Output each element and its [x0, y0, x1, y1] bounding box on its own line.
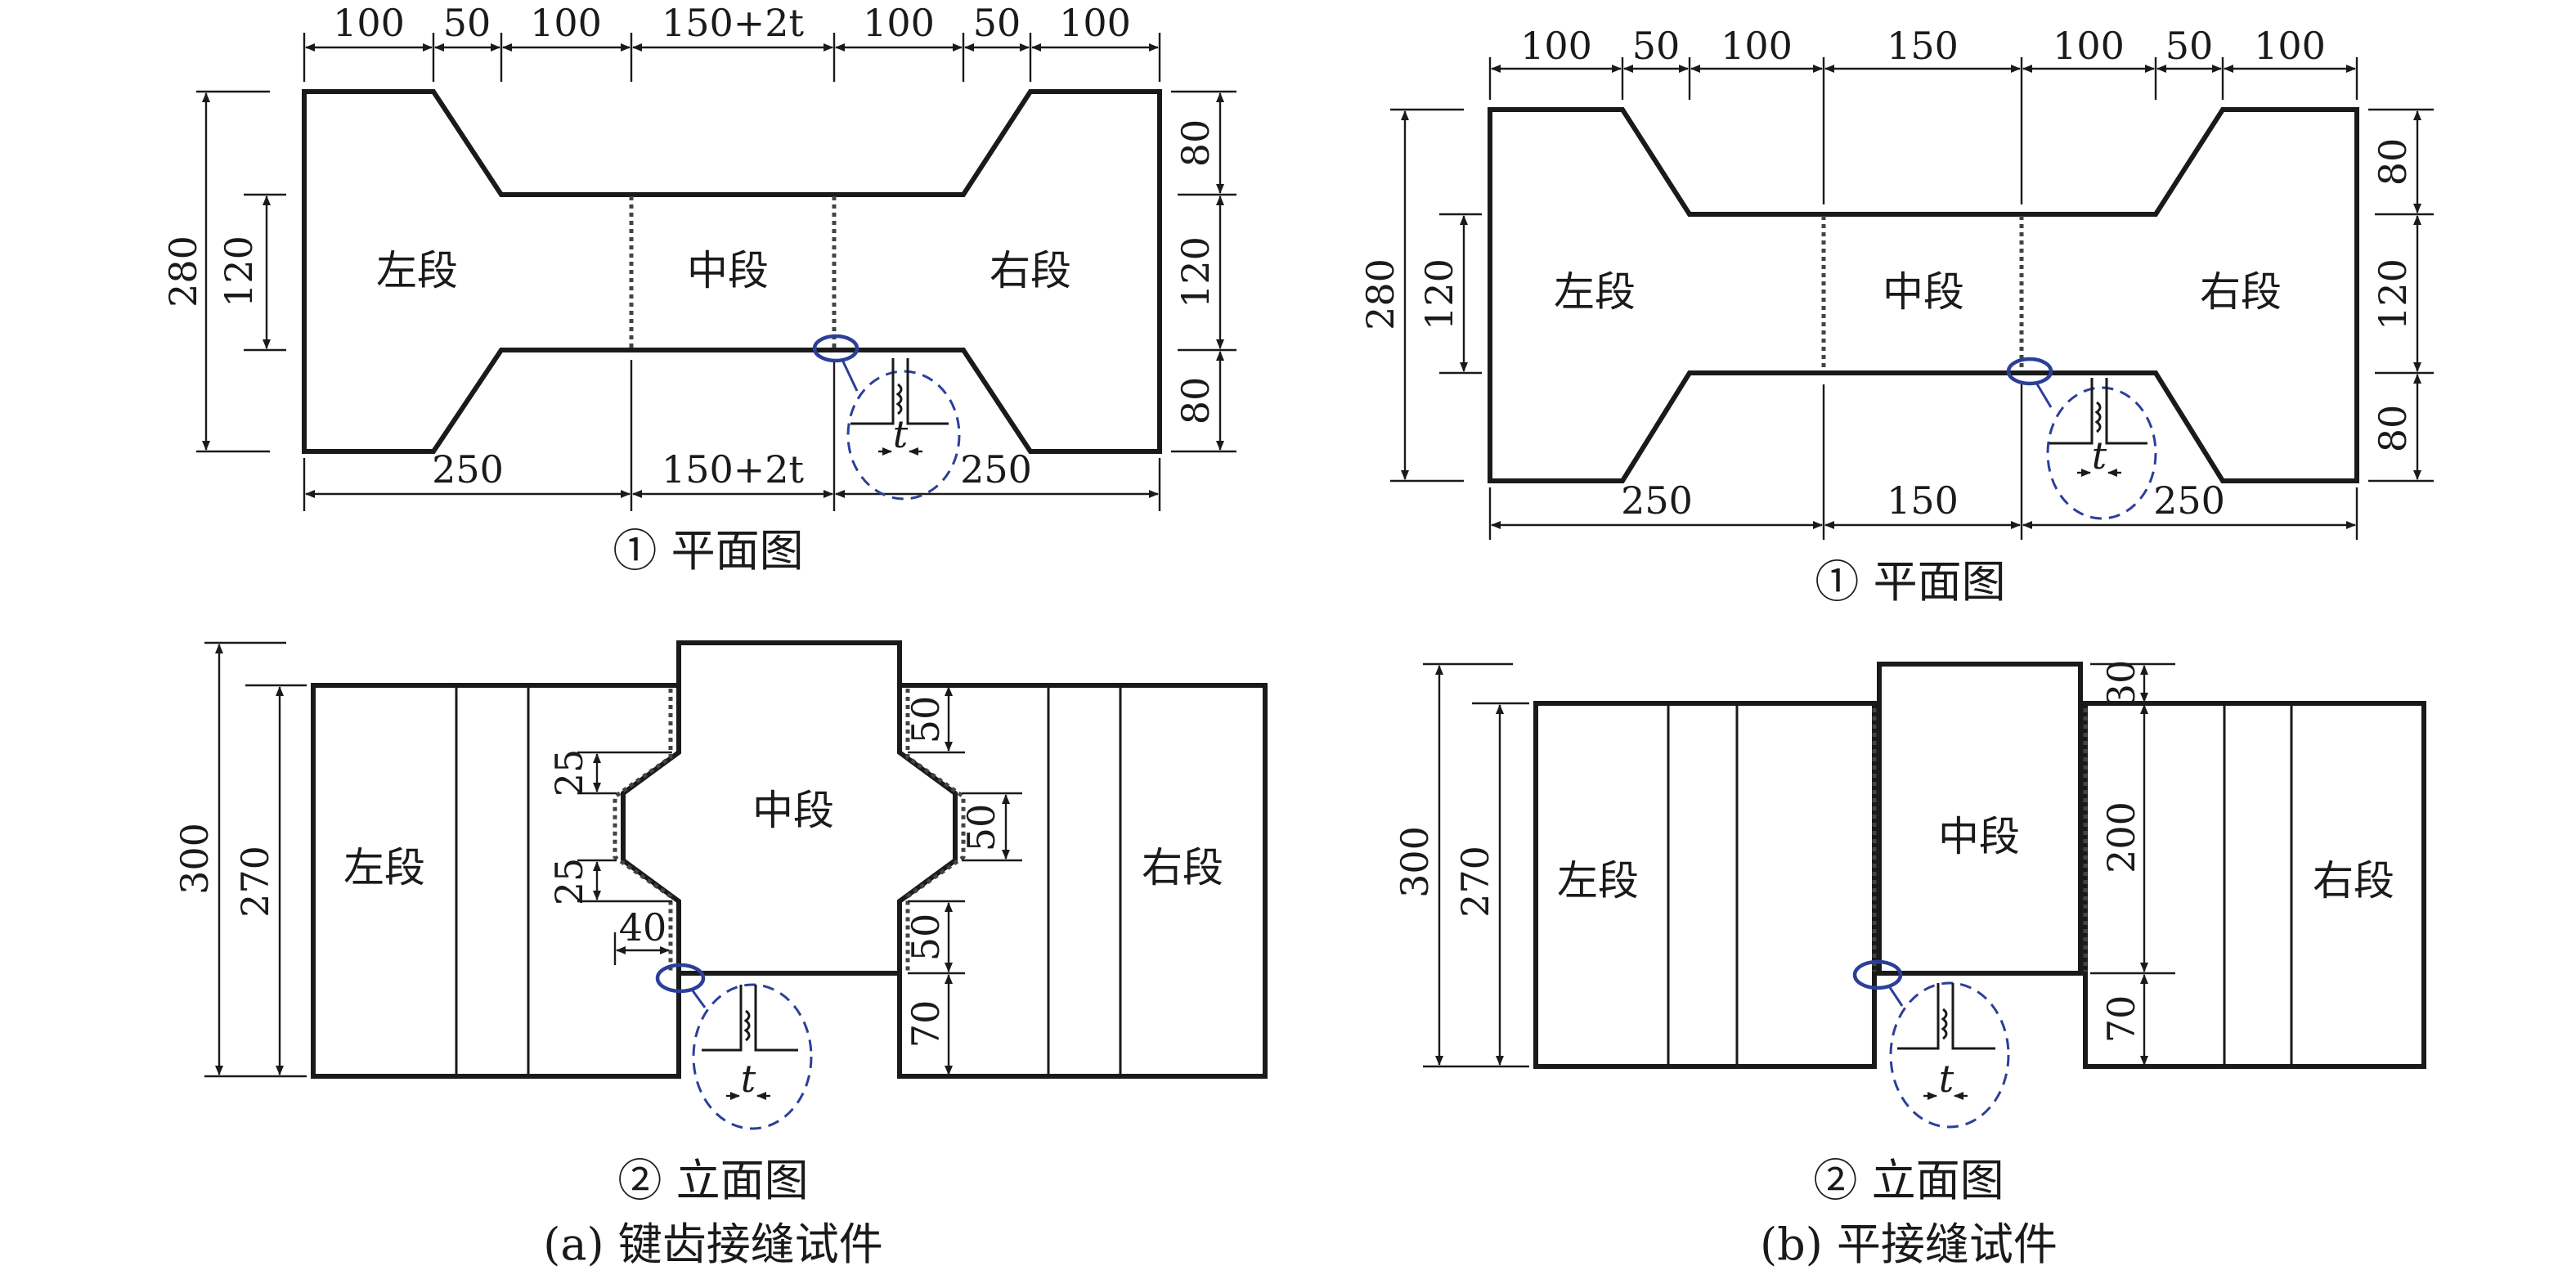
panel-a-elev-key-dim-3: 40 — [619, 905, 667, 950]
panel-a-plan-right-dim-2: 120 — [1174, 236, 1218, 308]
panel-a-elevation: 左段 中段 右段 300 270 25 25 40 50 50 — [173, 640, 1268, 1206]
panel-a-plan-top-dim-1: 100 — [333, 1, 405, 45]
panel-a-plan-top-dim-4: 150+2t — [662, 1, 805, 45]
panel-a-plan-middle-label: 中段 — [687, 247, 769, 294]
panel-b-elev-detail-callout — [1889, 981, 2010, 1129]
panel-b-plan-right-label: 右段 — [2200, 268, 2282, 316]
panel-b-plan-left-dim-inner: 120 — [1417, 258, 1461, 330]
panel-b-plan-detail-callout — [2046, 386, 2157, 520]
panel-b-elev-left-label: 左段 — [1557, 857, 1639, 905]
panel-a-elev-detail-callout — [692, 983, 813, 1130]
panel-a-plan-top-dim-5: 100 — [863, 1, 935, 45]
panel-a-plan-bottom-dim-1: 250 — [432, 447, 504, 492]
panel-b-elev-middle-block — [1877, 662, 2083, 976]
panel-b-elev-dim-outer: 300 — [1393, 826, 1437, 898]
panel-a-elev-dim-outer: 300 — [173, 823, 217, 895]
panel-a-elev-title: ② 立面图 — [617, 1155, 808, 1206]
panel-a-plan-right-dim-3: 80 — [1174, 377, 1218, 425]
panel-a-plan-right-label: 右段 — [990, 247, 1071, 294]
panel-b-plan-detail-t: t — [2092, 433, 2107, 478]
panel-a-plan-title: ① 平面图 — [613, 525, 803, 577]
panel-a-elev-right-dim-2: 50 — [959, 804, 1003, 852]
panel-b-elev-title: ② 立面图 — [1813, 1155, 2004, 1206]
panel-b-elev-detail-t: t — [1939, 1057, 1954, 1101]
panel-a-plan-left-dim-outer: 280 — [161, 236, 205, 308]
panel-a-elev-detail-t: t — [741, 1057, 756, 1101]
panel-a-elev-right-dim-1: 50 — [904, 696, 948, 744]
panel-b-plan-right-dim-1: 80 — [2371, 138, 2415, 186]
panel-a-elev-middle-block — [621, 640, 958, 976]
panel-a-plan-bottom-dim-3: 250 — [960, 447, 1032, 492]
panel-a-plan-outline — [302, 89, 1162, 454]
panel-b-plan-top-dim-3: 100 — [1721, 24, 1793, 68]
panel-a-plan: 左段 中段 右段 100 50 100 150+2t 100 50 100 — [161, 1, 1236, 577]
panel-a-plan-detail-callout — [846, 370, 961, 501]
panel-b-elevation: 左段 中段 右段 300 270 30 200 70 t ② 立面图 — [1393, 660, 2426, 1206]
panel-a-elev-key-dim-1: 25 — [547, 749, 591, 797]
panel-a-elev-right-dim-4: 70 — [904, 1000, 948, 1048]
panel-b-elev-left-block — [1533, 701, 1877, 1069]
panel-a-elev-left-label: 左段 — [343, 844, 425, 891]
panel-b-plan-top-dim-5: 100 — [2053, 24, 2125, 68]
panel-a-elev-right-label: 右段 — [1142, 844, 1223, 891]
panel-b-plan-bottom-dim-3: 250 — [2153, 478, 2225, 523]
panel-a-plan-top-dim-7: 100 — [1059, 1, 1131, 45]
panel-b-elev-middle-label: 中段 — [1938, 813, 2020, 860]
panel-a-plan-detail-t: t — [893, 412, 909, 456]
panel-b-plan: 左段 中段 右段 100 50 100 150 100 50 100 250 — [1358, 24, 2434, 608]
panel-b-plan-top-dim-7: 100 — [2254, 24, 2326, 68]
panel-b-plan-title: ① 平面图 — [1815, 556, 2005, 608]
panel-b-plan-right-dim-3: 80 — [2371, 405, 2415, 453]
panel-b-plan-top-dim-1: 100 — [1520, 24, 1592, 68]
panel-b-plan-top-dim-2: 50 — [1632, 24, 1681, 68]
panel-a-elev-dim-inner: 270 — [233, 846, 277, 918]
panel-b-plan-left-label: 左段 — [1554, 268, 1636, 316]
panel-b-plan-outline — [1488, 107, 2359, 483]
panel-a-elev-right-dim-3: 50 — [904, 914, 948, 962]
panel-b-elev-right-dim-2: 200 — [2099, 801, 2143, 873]
panel-b-elev-detail-marker — [1852, 959, 1903, 990]
panel-b-caption: (b) 平接缝试件 — [1760, 1219, 2058, 1270]
panel-b-plan-left-dim-outer: 280 — [1358, 258, 1402, 330]
panel-b-plan-middle-label: 中段 — [1883, 268, 1964, 316]
panel-b-plan-bottom-dim-2: 150 — [1887, 478, 1959, 523]
panel-a-plan-left-label: 左段 — [376, 247, 458, 294]
panel-a-caption: (a) 键齿接缝试件 — [543, 1219, 883, 1270]
panel-a-elev-detail-marker — [655, 963, 706, 994]
panel-b-elev-dim-inner: 270 — [1453, 846, 1497, 918]
panel-b-plan-bottom-dim-1: 250 — [1621, 478, 1693, 523]
panel-b-plan-top-dim-4: 150 — [1887, 24, 1959, 68]
panel-b-plan-top-dim-6: 50 — [2165, 24, 2214, 68]
panel-a-plan-top-dim-6: 50 — [973, 1, 1021, 45]
panel-b-plan-right-dim-2: 120 — [2371, 258, 2415, 330]
panel-b-plan-detail-marker — [2006, 357, 2053, 386]
panel-b-elev-right-dim-1: 30 — [2099, 660, 2143, 708]
panel-a-plan-bottom-dim-2: 150+2t — [662, 447, 805, 492]
panel-a-plan-top-dim-2: 50 — [443, 1, 491, 45]
panel-b-elev-right-block — [2083, 701, 2426, 1069]
panel-a-plan-left-dim-inner: 120 — [217, 236, 261, 308]
panel-a-plan-detail-marker — [812, 334, 859, 363]
panel-b-elev-right-label: 右段 — [2313, 857, 2394, 905]
panel-a-plan-right-dim-1: 80 — [1174, 119, 1218, 168]
panel-a-plan-top-dim-3: 100 — [530, 1, 602, 45]
panel-a-elev-middle-label: 中段 — [752, 787, 834, 834]
panel-a-elev-key-dim-2: 25 — [547, 858, 591, 906]
panel-b-elev-right-dim-3: 70 — [2099, 995, 2143, 1044]
